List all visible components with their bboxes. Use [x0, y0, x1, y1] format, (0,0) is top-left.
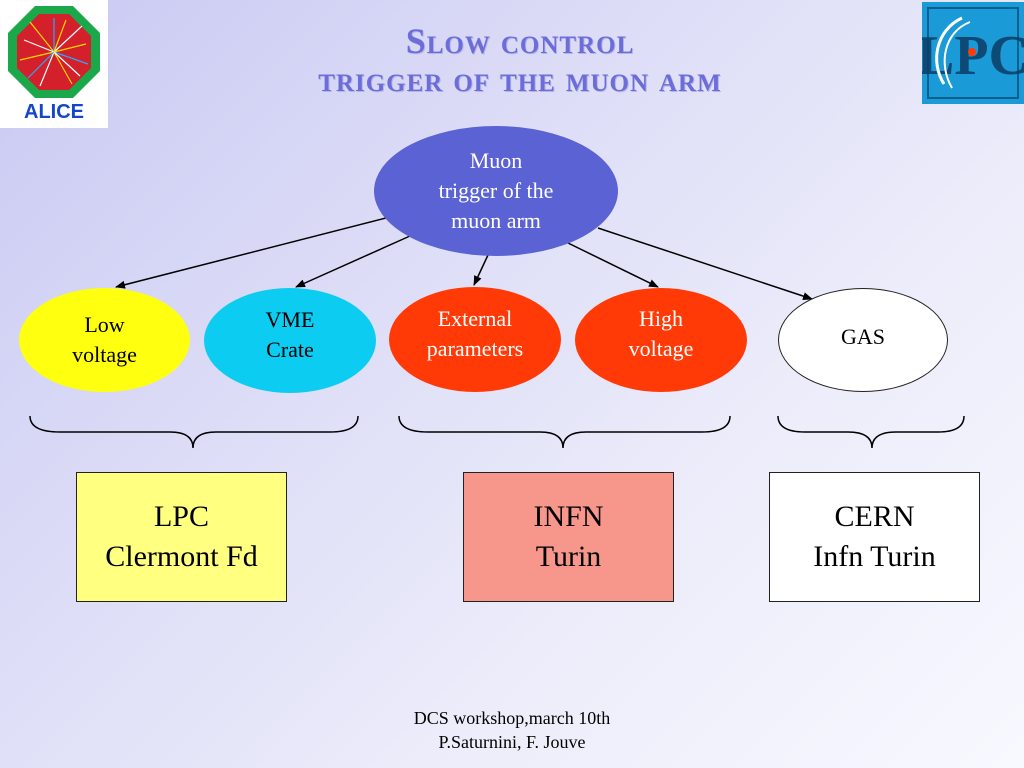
title-line-1: Slow control	[405, 21, 635, 61]
box-lpc-line-1: LPC	[153, 500, 209, 533]
node-muon-trigger-line-2: trigger of the	[438, 178, 554, 203]
alice-logo: ALICE	[0, 0, 108, 128]
node-low-voltage: Low voltage	[19, 288, 190, 392]
node-gas: GAS	[778, 288, 948, 392]
title-line-2: trigger of the muon arm	[318, 59, 722, 99]
node-low-voltage-line-2: voltage	[72, 342, 137, 367]
node-muon-trigger-line-1: Muon	[469, 148, 523, 173]
node-vme-crate-line-1: VME	[265, 306, 315, 332]
node-high-voltage-line-2: voltage	[628, 336, 694, 361]
node-external-parameters-line-1: External	[437, 305, 513, 331]
svg-text:LPC: LPC	[922, 25, 1024, 87]
box-lpc-clermont: LPC Clermont Fd	[76, 472, 287, 602]
node-muon-trigger: Muon trigger of the muon arm	[374, 126, 618, 256]
box-infn-line-2: Turin	[535, 540, 602, 573]
node-low-voltage-line-1: Low	[84, 312, 125, 337]
node-external-parameters-line-2: parameters	[426, 335, 524, 361]
slide-title: Slow control trigger of the muon arm	[150, 22, 890, 98]
box-cern-line-2: Infn Turin	[813, 540, 936, 573]
brace-infn	[398, 415, 731, 449]
node-external-parameters: External parameters	[389, 287, 561, 392]
arrow-to-high-voltage	[567, 242, 659, 288]
lpc-logo: LPC	[917, 2, 1024, 104]
svg-text:ALICE: ALICE	[24, 101, 84, 123]
box-cern-line-1: CERN	[834, 500, 915, 533]
footer-line-2: P.Saturnini, F. Jouve	[438, 732, 586, 752]
node-vme-crate-line-2: Crate	[266, 336, 314, 362]
node-muon-trigger-line-3: muon arm	[451, 208, 541, 233]
box-lpc-line-2: Clermont Fd	[105, 540, 258, 573]
slide-footer: DCS workshop,march 10th P.Saturnini, F. …	[362, 706, 662, 754]
node-gas-label: GAS	[840, 324, 885, 349]
box-infn-line-1: INFN	[533, 500, 604, 533]
node-high-voltage-line-1: High	[638, 306, 683, 331]
node-vme-crate: VME Crate	[204, 288, 376, 393]
box-infn-turin: INFN Turin	[463, 472, 674, 602]
arrow-to-gas	[597, 227, 813, 300]
brace-cern	[777, 415, 965, 449]
footer-line-1: DCS workshop,march 10th	[413, 708, 611, 728]
node-high-voltage: High voltage	[575, 288, 747, 392]
box-cern-infn-turin: CERN Infn Turin	[769, 472, 980, 602]
arrow-to-vme-crate	[295, 235, 411, 288]
arrow-to-external-parameters	[473, 254, 489, 286]
arrow-to-low-voltage	[115, 217, 387, 289]
brace-lpc	[29, 415, 359, 449]
